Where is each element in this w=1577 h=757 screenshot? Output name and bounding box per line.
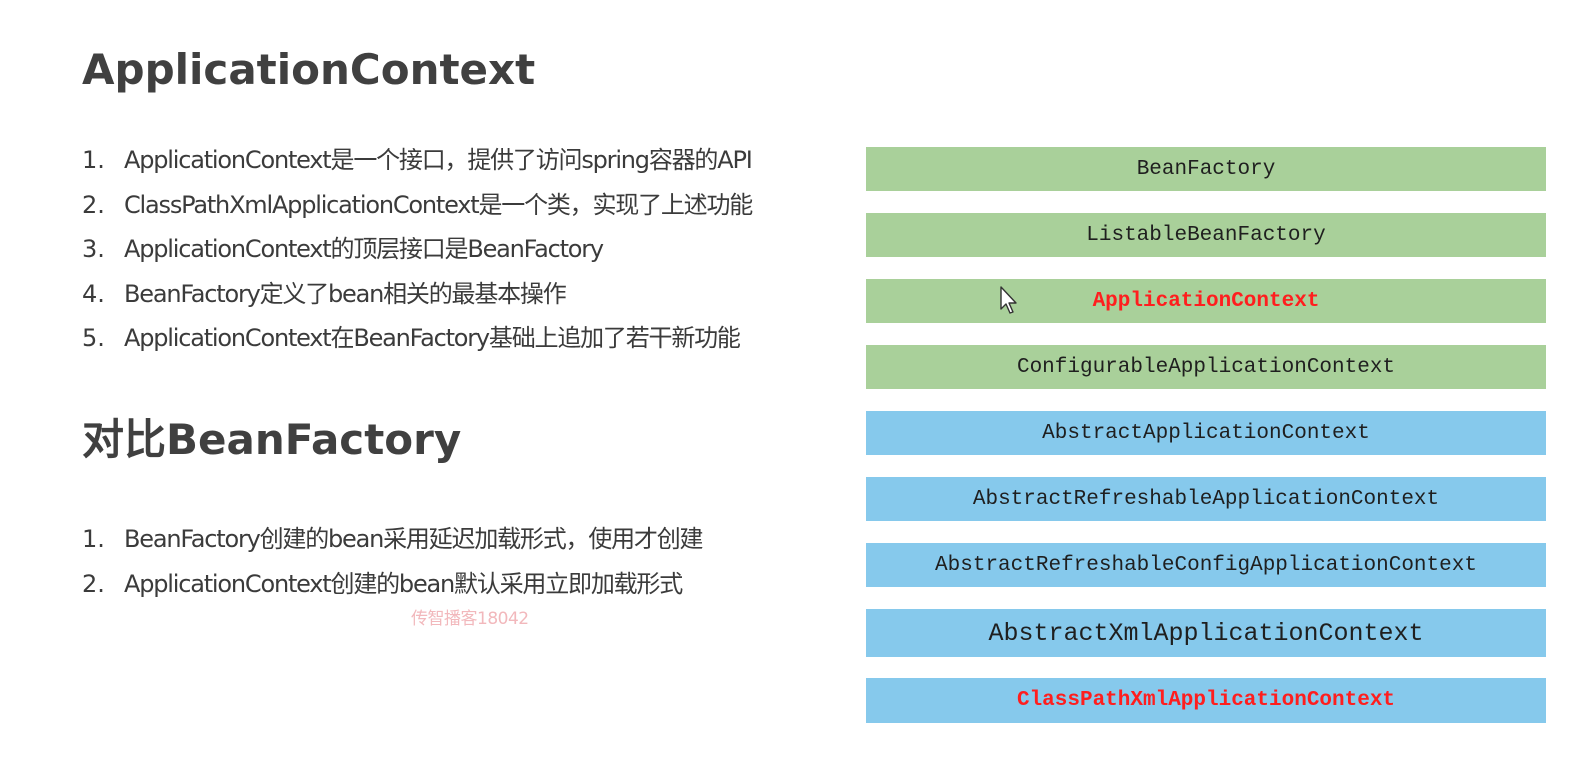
node-listable-beanfactory: ListableBeanFactory: [866, 213, 1546, 257]
item-text: ApplicationContext的顶层接口是BeanFactory: [124, 235, 604, 263]
node-configurable-application-context: ConfigurableApplicationContext: [866, 345, 1546, 389]
item-text: BeanFactory创建的bean采用延迟加载形式，使用才创建: [124, 525, 704, 553]
node-application-context: ApplicationContext: [866, 279, 1546, 323]
list-item: 2. ApplicationContext创建的bean默认采用立即加载形式: [82, 567, 702, 612]
mouse-cursor-icon: [1000, 286, 1017, 314]
list-item: 2. ClassPathXmlApplicationContext是一个类，实现了…: [82, 188, 753, 233]
node-abstract-xml-application-context: AbstractXmlApplicationContext: [866, 609, 1546, 657]
list-item: 3. ApplicationContext的顶层接口是BeanFactory: [82, 232, 752, 277]
node-abstract-refreshable-config-application-context: AbstractRefreshableConfigApplicationCont…: [866, 543, 1546, 587]
compare-points: 1. BeanFactory创建的bean采用延迟加载形式，使用才创建 2. App…: [82, 522, 704, 612]
item-number: 2.: [82, 190, 105, 219]
item-text: ApplicationContext是一个接口，提供了访问spring容器的AP…: [124, 146, 753, 174]
list-item: 5. ApplicationContext在BeanFactory基础上追加了若干…: [82, 321, 752, 366]
node-abstract-application-context: AbstractApplicationContext: [866, 411, 1546, 455]
item-number: 5.: [82, 324, 105, 352]
item-text: ClassPathXmlApplicationContext是一个类，实现了上述…: [124, 190, 753, 219]
node-abstract-refreshable-application-context: AbstractRefreshableApplicationContext: [866, 477, 1546, 521]
item-number: 1.: [82, 525, 105, 553]
item-number: 1.: [82, 146, 105, 174]
section-title-application-context: ApplicationContext: [82, 45, 536, 94]
item-text: BeanFactory定义了bean相关的最基本操作: [124, 279, 567, 308]
item-text: ApplicationContext创建的bean默认采用立即加载形式: [124, 569, 683, 598]
watermark: 传智播客18042: [411, 609, 529, 629]
list-item: 1. BeanFactory创建的bean采用延迟加载形式，使用才创建: [82, 522, 704, 567]
node-beanfactory: BeanFactory: [866, 147, 1546, 191]
section-title-compare-beanfactory: 对比BeanFactory: [82, 415, 462, 464]
item-number: 4.: [82, 279, 105, 308]
application-context-points: 1. ApplicationContext是一个接口，提供了访问spring容器的…: [82, 143, 753, 366]
item-number: 3.: [82, 235, 105, 263]
list-item: 4. BeanFactory定义了bean相关的最基本操作: [82, 277, 752, 322]
item-text: ApplicationContext在BeanFactory基础上追加了若干新功…: [124, 324, 741, 352]
list-item: 1. ApplicationContext是一个接口，提供了访问spring容器的…: [82, 143, 753, 188]
item-number: 2.: [82, 569, 105, 598]
node-classpath-xml-application-context: ClassPathXmlApplicationContext: [866, 678, 1546, 723]
